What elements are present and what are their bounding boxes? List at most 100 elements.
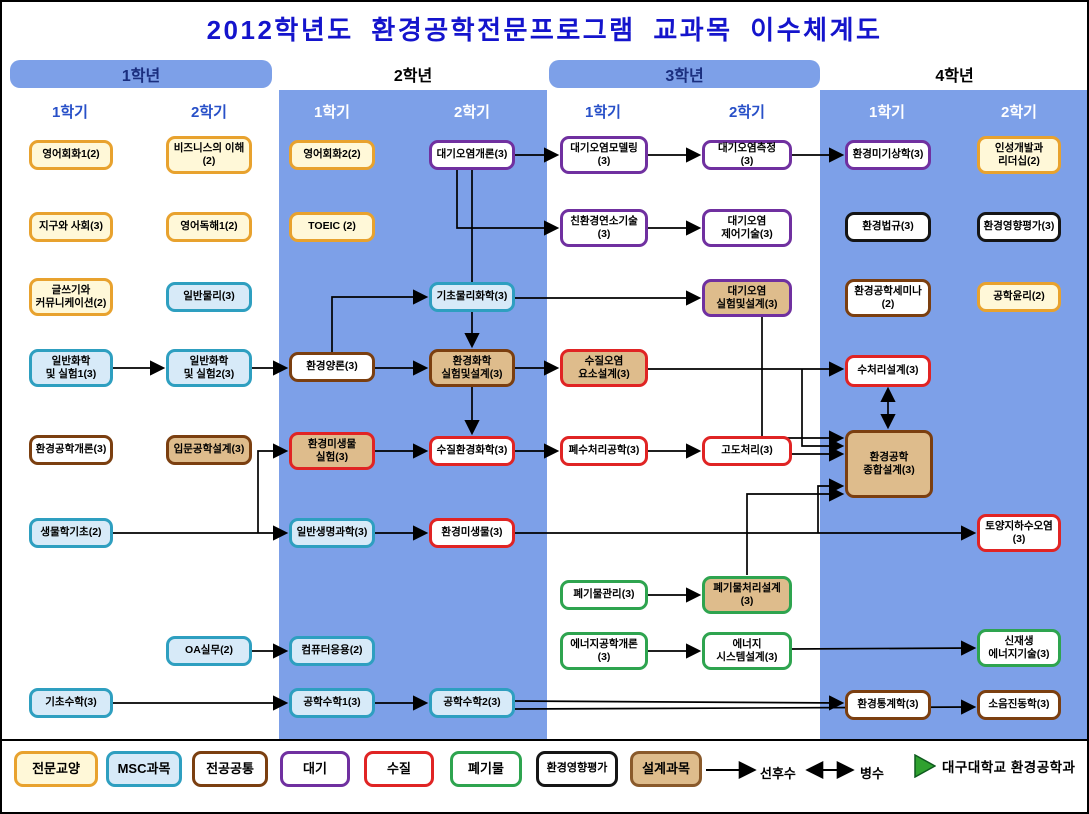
- course-label: 환경미생물(3): [441, 526, 503, 539]
- course-renewable-energy: 신재생 에너지기술(3): [977, 629, 1061, 667]
- course-env-stoich: 환경양론(3): [289, 352, 375, 382]
- grade-header-1: 1학년: [10, 60, 272, 88]
- course-label: 입문공학설계(3): [173, 443, 245, 456]
- logo-text: 대구대학교 환경공학과: [942, 760, 1076, 775]
- course-label: 대기오염 제어기술(3): [721, 214, 773, 240]
- course-character-leadership: 인성개발과 리더십(2): [977, 136, 1061, 174]
- course-label: 환경미생물 실험(3): [307, 437, 357, 463]
- course-env-chem-design: 환경화학 실험및설계(3): [429, 349, 515, 387]
- semester-header-y3s2: 2학기: [729, 104, 765, 121]
- course-env-stats: 환경통계학(3): [845, 690, 931, 720]
- course-oa: OA실무(2): [166, 636, 252, 666]
- course-label: 환경미기상학(3): [852, 148, 924, 161]
- course-env-micro-lab: 환경미생물 실험(3): [289, 432, 375, 470]
- page-title: 2012학년도 환경공학전문프로그램 교과목 이수체계도: [206, 15, 883, 45]
- course-micro-meteo: 환경미기상학(3): [845, 140, 931, 170]
- course-label: 일반화학 및 실험2(3): [183, 354, 235, 380]
- course-gen-physics: 일반물리(3): [166, 282, 252, 312]
- course-label: 비즈니스의 이해 (2): [173, 141, 245, 167]
- legend-prereq-label: 선후수: [760, 766, 796, 781]
- legend-label: 대기: [303, 760, 327, 776]
- course-air-intro: 대기오염개론(3): [429, 140, 515, 170]
- course-label: 대기오염 실험및설계(3): [716, 284, 778, 310]
- course-label: 환경공학 종합설계(3): [863, 450, 915, 476]
- course-label: OA실무(2): [185, 644, 233, 657]
- arrow-energy-sys-design-renewable-energy: [791, 640, 977, 656]
- semester-header-y2s1: 1학기: [314, 104, 350, 121]
- course-label: 수질환경화학(3): [436, 444, 508, 457]
- course-gen-chem2: 일반화학 및 실험2(3): [166, 349, 252, 387]
- semester-header-y4s2: 2학기: [1001, 104, 1037, 121]
- course-eng-ethics: 공학윤리(2): [977, 282, 1061, 312]
- course-wastewater-eng: 폐수처리공학(3): [560, 436, 648, 466]
- course-eng-math2: 공학수학2(3): [429, 688, 515, 718]
- course-eia: 환경영향평가(3): [977, 212, 1061, 242]
- course-air-measure: 대기오염측정 (3): [702, 140, 792, 170]
- course-computer-app: 컴퓨터응용(2): [289, 636, 375, 666]
- course-toeic: TOEIC (2): [289, 212, 375, 242]
- course-label: 대기오염모델링 (3): [570, 141, 638, 167]
- course-bio-basic: 생물학기초(2): [29, 518, 113, 548]
- legend-item-water: 수질: [364, 751, 434, 787]
- legend-item-air: 대기: [280, 751, 350, 787]
- course-label: 친환경연소기술 (3): [570, 214, 638, 240]
- course-env-law: 환경법규(3): [845, 212, 931, 242]
- legend-item-design: 설계과목: [630, 751, 702, 787]
- legend-label: 전문교양: [32, 760, 80, 776]
- semester-header-y2s2: 2학기: [454, 104, 490, 121]
- course-label: 수질오염 요소설계(3): [578, 354, 630, 380]
- arrow-bio-basic-env-micro-lab: [257, 443, 289, 533]
- course-label: 소음진동학(3): [988, 698, 1050, 711]
- course-air-control: 대기오염 제어기술(3): [702, 209, 792, 247]
- course-label: 공학수학2(3): [443, 696, 501, 709]
- course-label: 일반생명과학(3): [296, 526, 368, 539]
- course-label: 지구와 사회(3): [38, 220, 104, 233]
- legend-label: MSC과목: [117, 760, 171, 776]
- course-label: 공학윤리(2): [993, 290, 1045, 303]
- course-water-design: 수질오염 요소설계(3): [560, 349, 648, 387]
- course-label: 환경화학 실험및설계(3): [441, 354, 503, 380]
- course-eng-conv2: 영어회화2(2): [289, 140, 375, 170]
- course-label: TOEIC (2): [308, 220, 356, 233]
- legend-label: 전공공통: [206, 760, 254, 776]
- course-energy-sys-design: 에너지 시스템설계(3): [702, 632, 792, 670]
- course-label: 영어독해1(2): [180, 220, 238, 233]
- course-business: 비즈니스의 이해 (2): [166, 136, 252, 174]
- grade2-background-band: [279, 90, 547, 739]
- legend-label: 폐기물: [468, 760, 504, 776]
- course-label: 폐기물관리(3): [573, 588, 635, 601]
- course-label: 일반화학 및 실험1(3): [45, 354, 97, 380]
- course-eng-conv1: 영어회화1(2): [29, 140, 113, 170]
- course-label: 컴퓨터응용(2): [301, 644, 363, 657]
- legend-label: 설계과목: [642, 760, 690, 776]
- course-capstone: 환경공학 종합설계(3): [845, 430, 933, 498]
- semester-header-y4s1: 1학기: [869, 104, 905, 121]
- course-label: 환경법규(3): [862, 220, 914, 233]
- grade-header-3: 3학년: [549, 60, 820, 88]
- course-label: 환경영향평가(3): [983, 220, 1055, 233]
- course-label: 기초수학(3): [45, 696, 97, 709]
- course-noise-vibration: 소음진동학(3): [977, 690, 1061, 720]
- course-adv-treatment: 고도처리(3): [702, 436, 792, 466]
- course-gen-life-sci: 일반생명과학(3): [289, 518, 375, 548]
- course-label: 에너지 시스템설계(3): [716, 637, 778, 663]
- course-label: 토양지하수오염 (3): [985, 519, 1053, 545]
- course-label: 폐기물처리설계 (3): [713, 581, 781, 607]
- legend-concurrent-label: 병수: [860, 766, 884, 781]
- course-label: 수처리설계(3): [857, 364, 919, 377]
- course-label: 일반물리(3): [183, 290, 235, 303]
- course-waste-design: 폐기물처리설계 (3): [702, 576, 792, 614]
- course-eng-math1: 공학수학1(3): [289, 688, 375, 718]
- course-label: 인성개발과 리더십(2): [994, 141, 1044, 167]
- legend-label: 수질: [387, 760, 411, 776]
- course-label: 환경양론(3): [306, 360, 358, 373]
- course-earth-society: 지구와 사회(3): [29, 212, 113, 242]
- course-writing-comm: 글쓰기와 커뮤니케이션(2): [29, 278, 113, 316]
- course-label: 생물학기초(2): [40, 526, 102, 539]
- course-label: 공학수학1(3): [303, 696, 361, 709]
- arrow-air-intro-eco-combustion: [456, 170, 560, 236]
- course-label: 환경통계학(3): [857, 698, 919, 711]
- grade-header-4: 4학년: [935, 68, 974, 85]
